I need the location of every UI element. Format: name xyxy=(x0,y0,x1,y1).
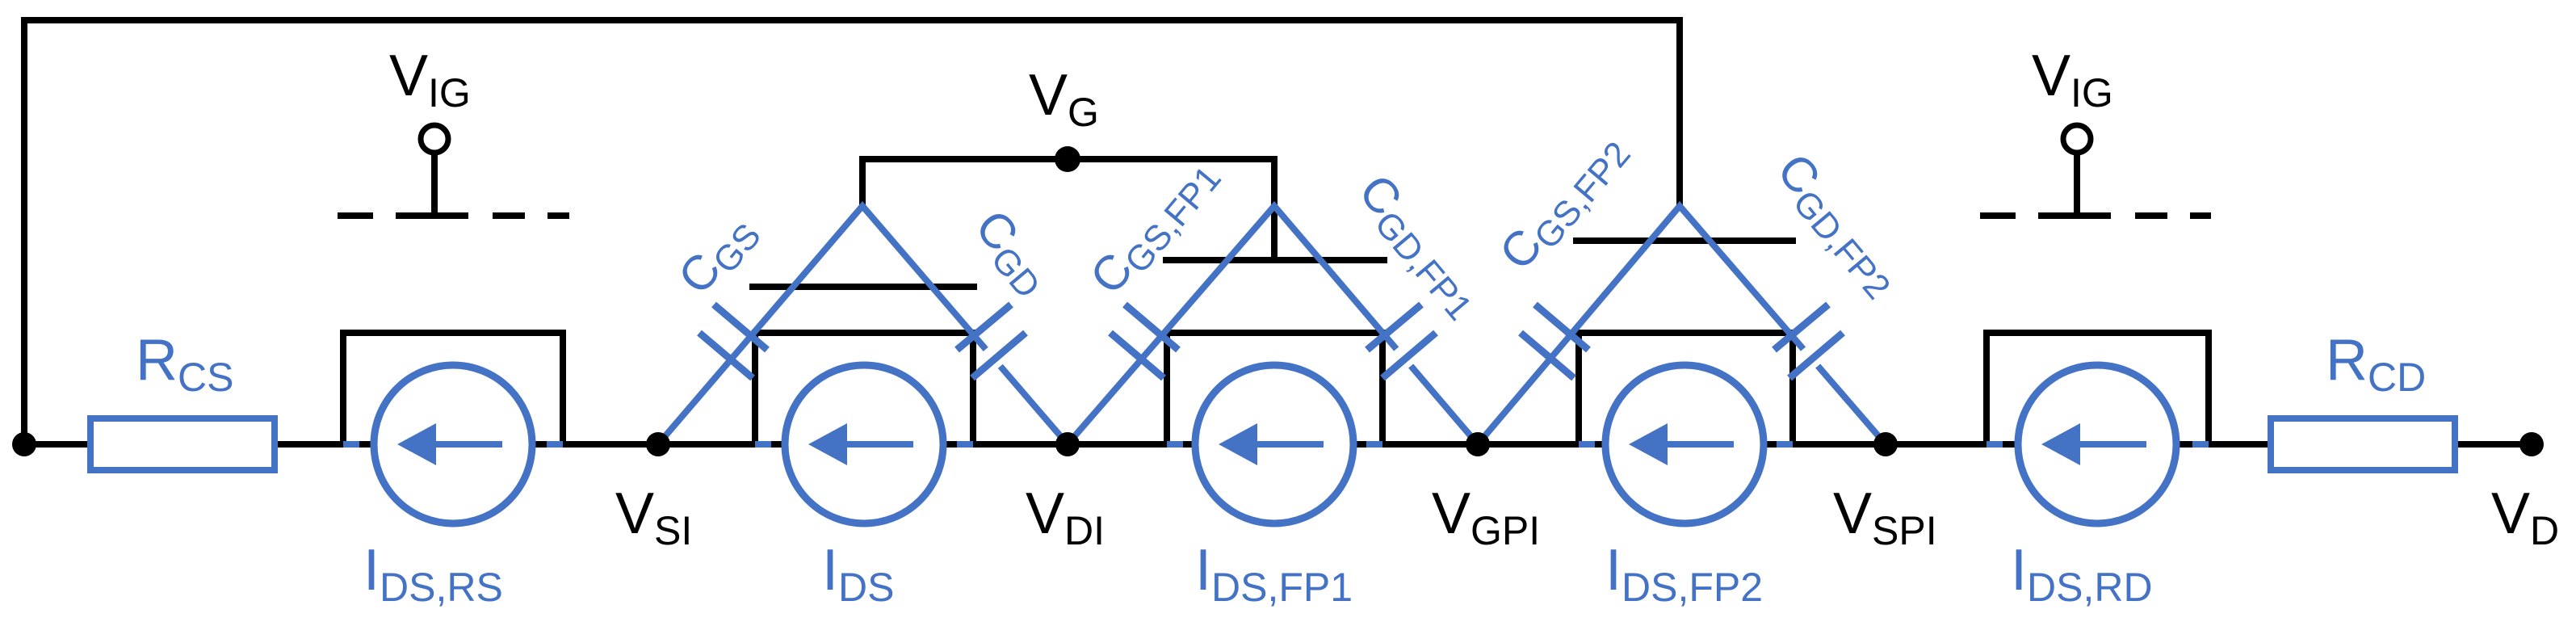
current-source-ids-rs xyxy=(343,361,563,527)
arrow-left-icon xyxy=(397,423,436,465)
arrow-left-icon xyxy=(1629,423,1668,465)
capacitor-cgd-fp2 xyxy=(1772,301,1845,381)
label-rcs: RCS xyxy=(136,328,233,400)
node-vgpi xyxy=(1466,432,1490,456)
resistor-rcd xyxy=(2268,415,2458,473)
bypass-ds xyxy=(752,330,976,448)
current-source-ids-rd xyxy=(1987,361,2209,527)
vig-right-terminal xyxy=(2060,122,2094,156)
label-cgd-fp2: CGD,FP2 xyxy=(1763,143,1914,307)
node-left xyxy=(12,432,36,456)
label-cgs: CGS xyxy=(668,203,769,307)
capacitor-cgs-fp2 xyxy=(1518,301,1591,381)
label-ids-rs: IDS,RS xyxy=(363,538,503,610)
feedback-wire xyxy=(21,17,1683,448)
arrow-left-icon xyxy=(1219,423,1257,465)
label-vspi: VSPI xyxy=(1833,481,1937,553)
label-cgs-fp2: CGS,FP2 xyxy=(1489,121,1638,284)
capacitor-cgd xyxy=(954,301,1028,381)
arrow-left-icon xyxy=(808,423,847,465)
node-vg xyxy=(1055,146,1080,172)
label-ids-fp1: IDS,FP1 xyxy=(1195,538,1353,610)
node-vd xyxy=(2519,432,2544,456)
bypass-rs xyxy=(340,330,566,448)
resistor-rcs xyxy=(87,415,278,473)
arrow-left-icon xyxy=(2041,423,2080,465)
node-vspi xyxy=(1873,432,1898,456)
node-vsi xyxy=(646,432,670,456)
bypass-fp2 xyxy=(1575,330,1796,448)
current-source-ids xyxy=(755,361,973,527)
current-source-ids-fp1 xyxy=(1167,361,1382,527)
label-vgpi: VGPI xyxy=(1432,481,1540,553)
capacitor-cgs-fp1 xyxy=(1108,301,1181,381)
label-ids-rd: IDS,RD xyxy=(2011,538,2153,610)
ig-left-stem xyxy=(396,153,438,219)
node-vdi xyxy=(1055,432,1080,456)
capacitor-cgs xyxy=(697,301,770,381)
ig-right-stem xyxy=(2038,153,2080,219)
vig-left-terminal xyxy=(417,122,451,156)
capacitor-cgd-fp1 xyxy=(1365,301,1438,381)
label-ids: IDS xyxy=(822,538,894,610)
label-ids-fp2: IDS,FP2 xyxy=(1605,538,1763,610)
label-vdi: VDI xyxy=(1026,481,1105,553)
label-vig-left: VIG xyxy=(389,44,471,116)
label-vsi: VSI xyxy=(615,481,692,553)
label-vig-right: VIG xyxy=(2032,44,2113,116)
bypass-fp1 xyxy=(1164,330,1386,448)
bypass-rd xyxy=(1983,330,2212,448)
label-vg: VG xyxy=(1029,63,1099,135)
label-vd: VD xyxy=(2491,481,2559,553)
label-rcd: RCD xyxy=(2326,328,2426,400)
current-source-ids-fp2 xyxy=(1579,361,1793,527)
